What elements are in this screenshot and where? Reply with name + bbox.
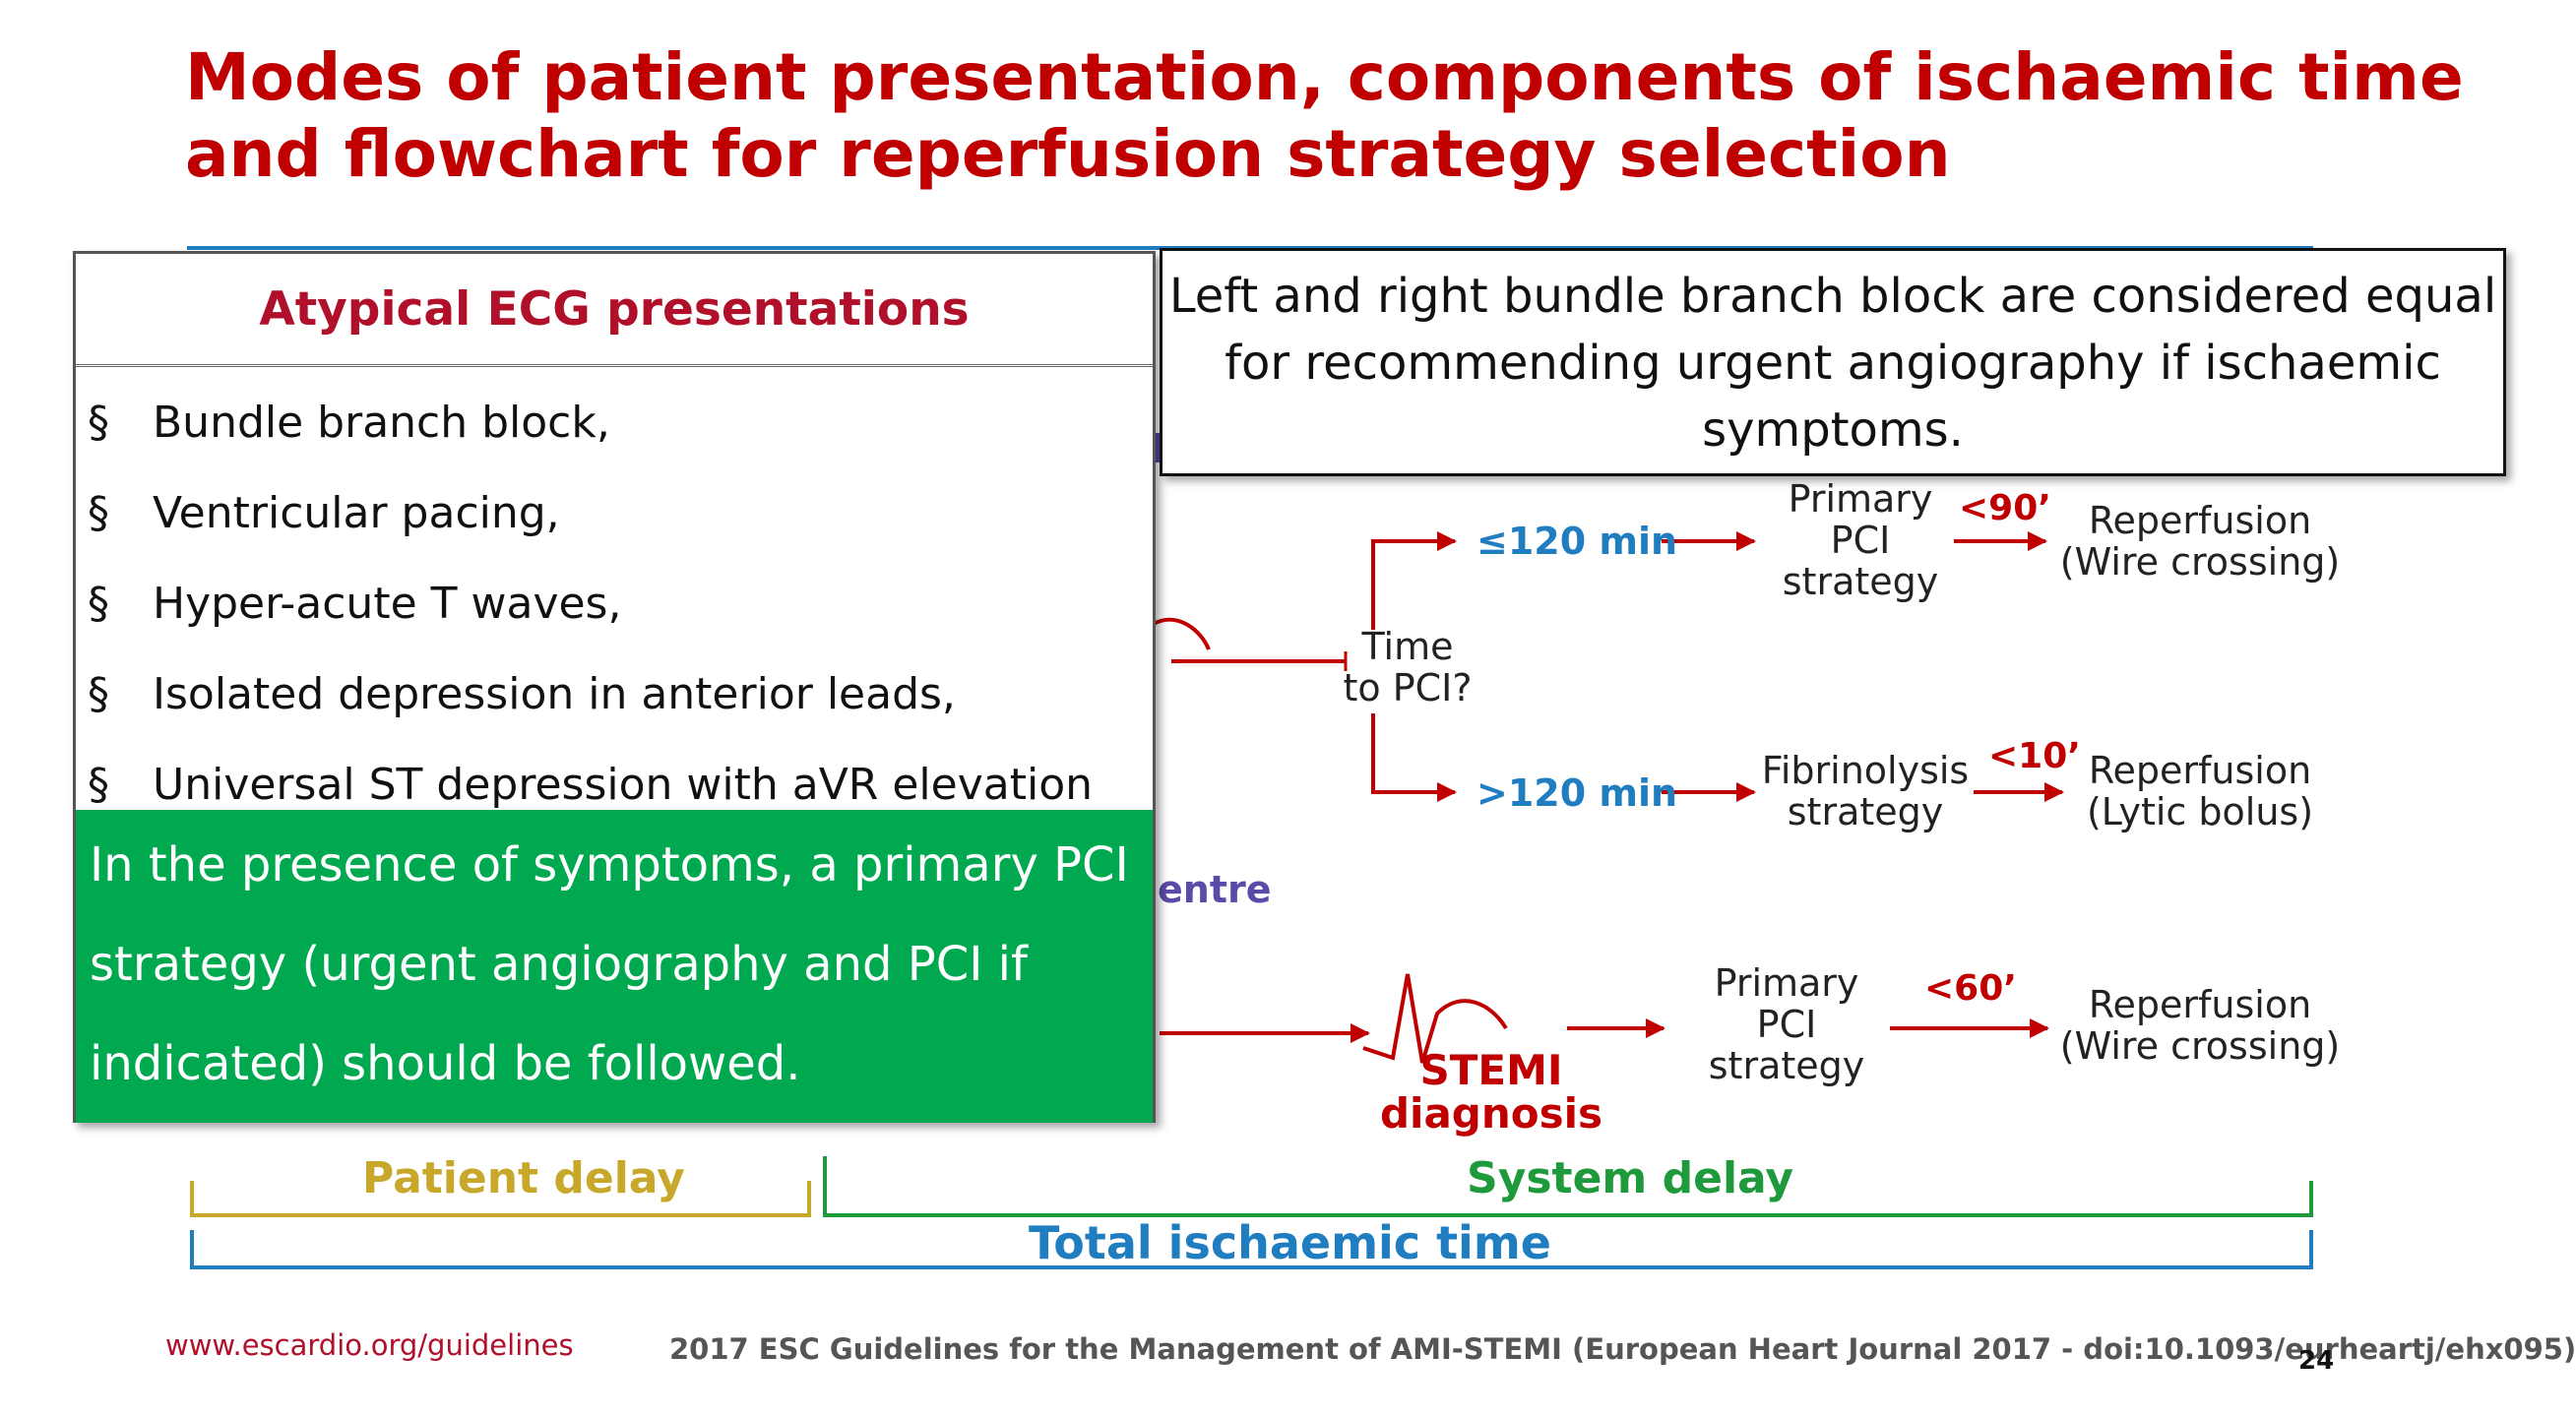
section-bullet-icon: § <box>88 487 109 538</box>
time-90-label: <90’ <box>1959 488 2051 528</box>
branch-top <box>1371 531 1457 630</box>
patient-delay-label: Patient delay <box>362 1153 685 1203</box>
stemi-diagnosis-label: STEMI diagnosis <box>1379 1046 1603 1138</box>
gt120-label: >120 min <box>1476 771 1678 815</box>
reperfusion-wire-bottom: Reperfusion (Wire crossing) <box>2059 983 2341 1068</box>
page-number: 24 <box>2298 1346 2335 1376</box>
page-title: Modes of patient presentation, component… <box>185 39 2464 193</box>
reperfusion-wire-top: Reperfusion (Wire crossing) <box>2059 499 2341 584</box>
recommendation-line-1: In the presence of symptoms, a primary P… <box>90 837 1129 893</box>
section-bullet-icon: § <box>88 397 109 448</box>
reperfusion-lytic: Reperfusion (Lytic bolus) <box>2086 749 2314 833</box>
time-10-label: <10’ <box>1988 736 2081 776</box>
time-60-label: <60’ <box>1924 968 2017 1009</box>
title-line-2: and flowchart for reperfusion strategy s… <box>185 116 1951 192</box>
atypical-ecg-heading: Atypical ECG presentations <box>76 254 1153 367</box>
system-delay-bracket <box>823 1156 2313 1217</box>
list-item: §Ventricular pacing, <box>88 487 560 538</box>
system-delay-label: System delay <box>1467 1153 1794 1203</box>
recommendation-line-2: strategy (urgent angiography and PCI if <box>90 937 1028 992</box>
section-bullet-icon: § <box>88 759 109 810</box>
section-bullet-icon: § <box>88 668 109 719</box>
partial-label-entre: entre <box>1158 868 1272 911</box>
primary-pci-strategy-top: Primary PCI strategy <box>1782 477 1939 603</box>
branch-bottom <box>1371 713 1457 802</box>
bbb-note-line-1: Left and right bundle branch block are c… <box>1168 269 2497 324</box>
patient-delay-bracket <box>190 1181 811 1217</box>
stemi-ecg-trace <box>1362 973 1508 1064</box>
bbb-note-line-3: symptoms. <box>1702 402 1964 458</box>
total-ischaemic-time-label: Total ischaemic time <box>1029 1216 1551 1269</box>
footer-citation: 2017 ESC Guidelines for the Management o… <box>669 1332 2576 1366</box>
primary-pci-strategy-bottom: Primary PCI strategy <box>1708 961 1865 1087</box>
bbb-note-line-2: for recommending urgent angiography if i… <box>1225 336 2441 391</box>
bundle-branch-note-box: Left and right bundle branch block are c… <box>1160 248 2506 476</box>
total-time-bracket <box>190 1230 2313 1269</box>
fibrinolysis-strategy: Fibrinolysis strategy <box>1761 749 1970 833</box>
ecg-fragment <box>1150 617 1211 650</box>
section-bullet-icon: § <box>88 578 109 629</box>
list-item: §Bundle branch block, <box>88 397 610 448</box>
list-item: §Hyper-acute T waves, <box>88 578 622 629</box>
atypical-ecg-list: §Bundle branch block, §Ventricular pacin… <box>88 377 1093 830</box>
footer-url[interactable]: www.escardio.org/guidelines <box>165 1328 574 1362</box>
recommendation-line-3: indicated) should be followed. <box>90 1036 801 1091</box>
time-to-pci-label: Time to PCI? <box>1343 625 1473 709</box>
list-item: §Isolated depression in anterior leads, <box>88 668 956 719</box>
atypical-ecg-box: Atypical ECG presentations §Bundle branc… <box>73 251 1156 1123</box>
list-item: §Universal ST depression with aVR elevat… <box>88 759 1094 810</box>
recommendation-green-box: In the presence of symptoms, a primary P… <box>76 810 1153 1123</box>
title-line-1: Modes of patient presentation, component… <box>185 39 2464 115</box>
le120-label: ≤120 min <box>1476 520 1678 563</box>
